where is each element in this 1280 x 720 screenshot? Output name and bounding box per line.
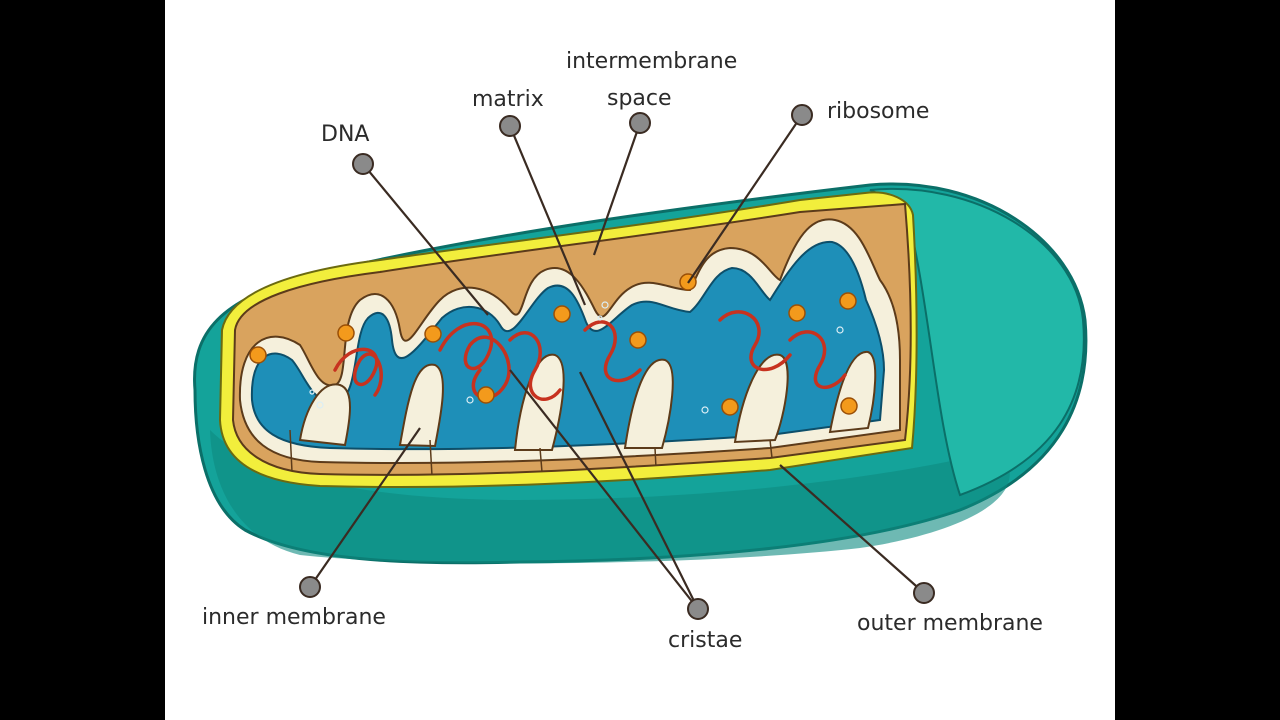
label-intermembrane-space-line1: intermembrane xyxy=(566,49,738,74)
callout-dots xyxy=(299,104,935,620)
label-outer-membrane: outer membrane xyxy=(857,611,1043,636)
cristae-folds xyxy=(298,350,877,451)
ribosomes xyxy=(249,273,858,416)
callout-dot-intermembrane-space xyxy=(629,112,651,134)
intermembrane-dividers xyxy=(289,429,773,475)
label-cristae: cristae xyxy=(668,628,743,653)
letterbox-left xyxy=(0,0,165,720)
callout-dot-dna xyxy=(352,153,374,175)
letterbox-right xyxy=(1115,0,1280,720)
label-dna: DNA xyxy=(321,122,370,147)
label-intermembrane-space-line2: space xyxy=(607,86,672,111)
outer-membrane-cap xyxy=(869,187,1085,497)
dna-strands xyxy=(333,310,847,401)
matrix-bubbles xyxy=(309,301,844,414)
label-inner-membrane: inner membrane xyxy=(202,605,386,630)
callout-dot-outer-membrane xyxy=(913,582,935,604)
callout-dot-cristae xyxy=(687,598,709,620)
callout-lines xyxy=(309,114,925,610)
label-ribosome: ribosome xyxy=(827,99,930,124)
callout-dot-ribosome xyxy=(791,104,813,126)
label-matrix: matrix xyxy=(472,87,544,112)
outer-membrane-shadow xyxy=(210,430,1010,564)
callout-dot-matrix xyxy=(499,115,521,137)
callout-dot-inner-membrane xyxy=(299,576,321,598)
